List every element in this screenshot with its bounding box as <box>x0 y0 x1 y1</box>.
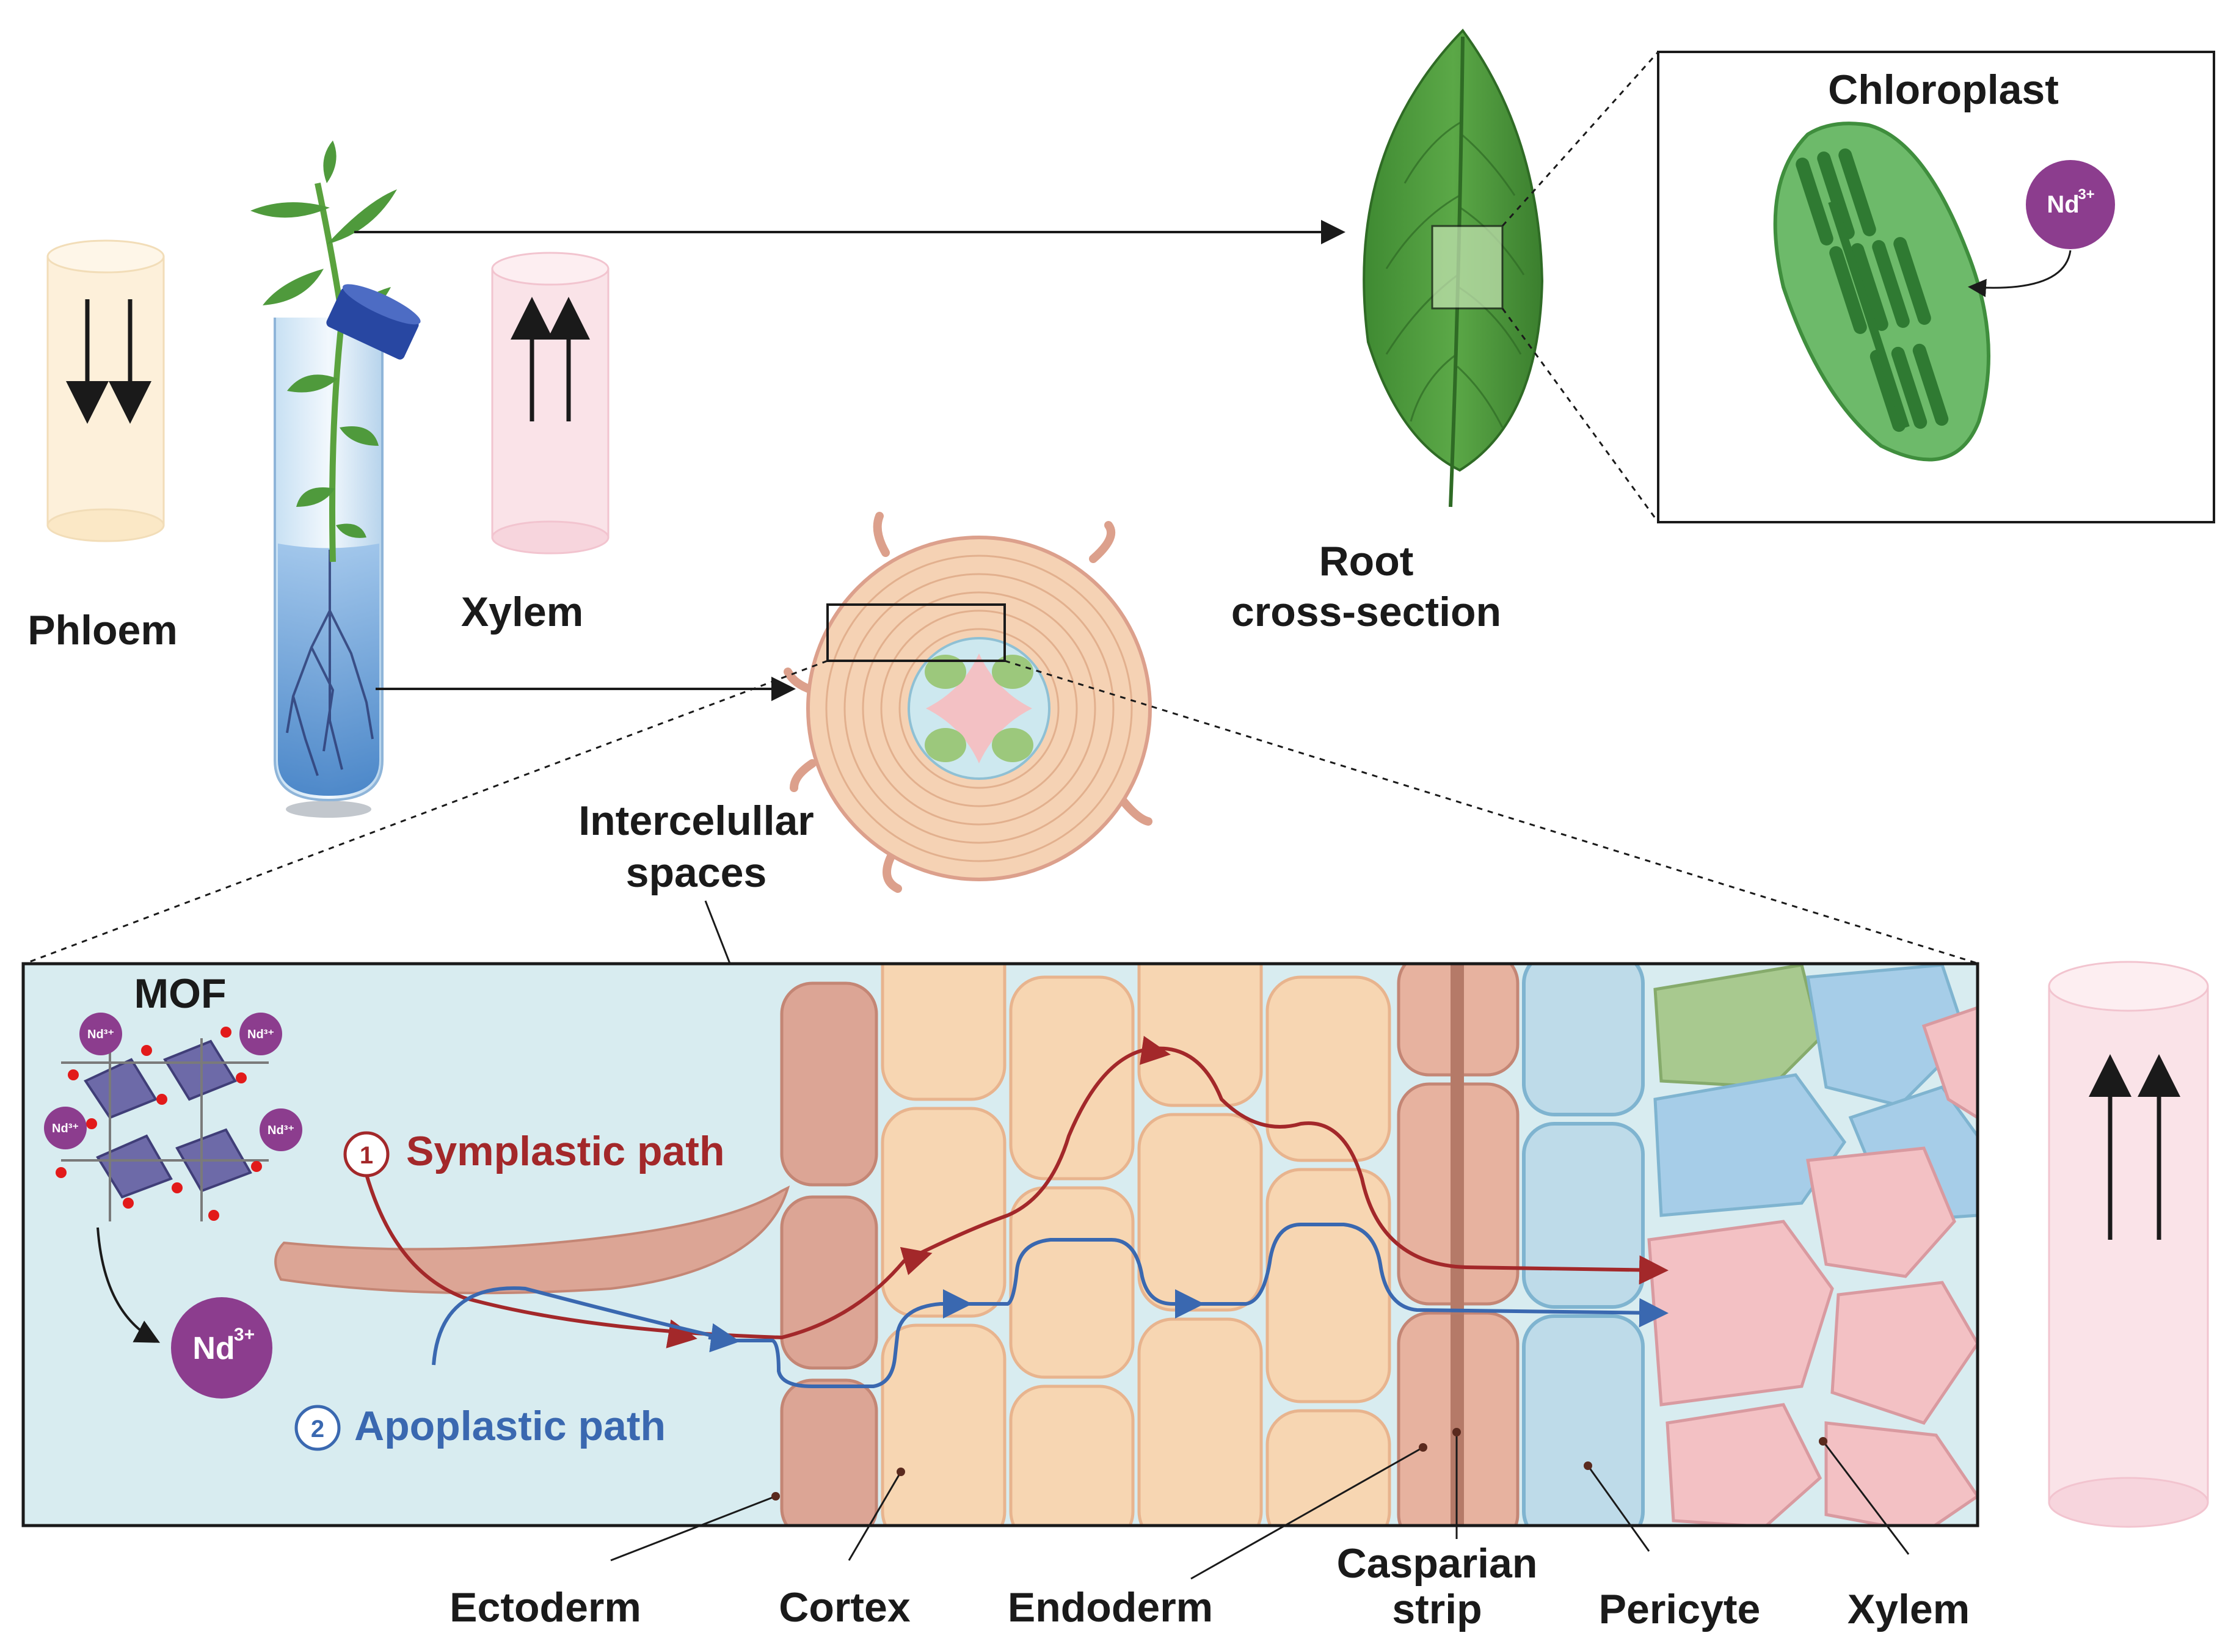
mof-crystal: Nd³⁺ Nd³⁺ Nd³⁺ Nd³⁺ <box>44 1013 302 1221</box>
chloroplast-label: Chloroplast <box>1828 67 2059 113</box>
mof-label: MOF <box>134 970 226 1017</box>
xylem-vessels <box>1647 964 1978 1526</box>
cortex-label: Cortex <box>779 1584 911 1631</box>
svg-text:Nd³⁺: Nd³⁺ <box>268 1124 294 1137</box>
svg-text:Nd: Nd <box>192 1331 235 1366</box>
nd-ion-released: Nd 3+ <box>171 1297 272 1399</box>
svg-text:3+: 3+ <box>234 1325 255 1345</box>
svg-text:1: 1 <box>360 1142 373 1169</box>
symplastic-path: 1 <box>343 1036 1669 1348</box>
intercellular-label-2: spaces <box>626 850 767 896</box>
xylem-bottom-label: Xylem <box>1848 1586 1970 1632</box>
svg-text:Nd³⁺: Nd³⁺ <box>247 1028 274 1041</box>
xylem-cylinder-right <box>2048 961 2209 1528</box>
svg-text:Nd³⁺: Nd³⁺ <box>52 1122 79 1135</box>
svg-text:3+: 3+ <box>2078 186 2094 203</box>
mof-release-arrow <box>96 1227 161 1343</box>
test-tube-plant <box>250 140 421 818</box>
root-cross-section-label-1: Root <box>1319 538 1414 584</box>
pericyte-label: Pericyte <box>1599 1586 1761 1632</box>
phloem-label: Phloem <box>27 607 178 653</box>
root-hair <box>274 1185 790 1295</box>
ectoderm-cells <box>780 981 878 1526</box>
apoplastic-path: 2 <box>294 1223 1669 1451</box>
endoderm-cells <box>1397 964 1520 1526</box>
symplastic-path-label: Symplastic path <box>406 1128 725 1174</box>
chloroplast <box>1773 122 1990 462</box>
apoplastic-path-label: Apoplastic path <box>354 1403 666 1449</box>
xylem-cylinder-top <box>491 252 610 555</box>
leaf <box>1363 28 1544 508</box>
svg-text:Nd³⁺: Nd³⁺ <box>87 1028 114 1041</box>
pericyte-cells <box>1522 964 1645 1526</box>
svg-text:Nd: Nd <box>2047 191 2079 218</box>
root-cross-section-label-2: cross-section <box>1231 589 1501 635</box>
xylem-top-label: Xylem <box>461 589 583 635</box>
leader-lines <box>610 1432 1910 1580</box>
phloem-cylinder <box>46 239 165 542</box>
endoderm-label: Endoderm <box>1008 1584 1213 1631</box>
svg-text:2: 2 <box>311 1416 324 1443</box>
root-cross-section <box>784 512 1152 893</box>
casparian-label-2: strip <box>1392 1586 1482 1632</box>
casparian-label-1: Casparian <box>1337 1540 1538 1587</box>
ectoderm-label: Ectoderm <box>450 1584 641 1631</box>
nd-ion-chloroplast: Nd 3+ <box>2026 160 2115 249</box>
root-tissue-panel <box>21 962 1979 1527</box>
nd-to-chloroplast-arrow <box>1968 250 2072 297</box>
intercellular-label-1: Intercelullar <box>578 798 814 844</box>
